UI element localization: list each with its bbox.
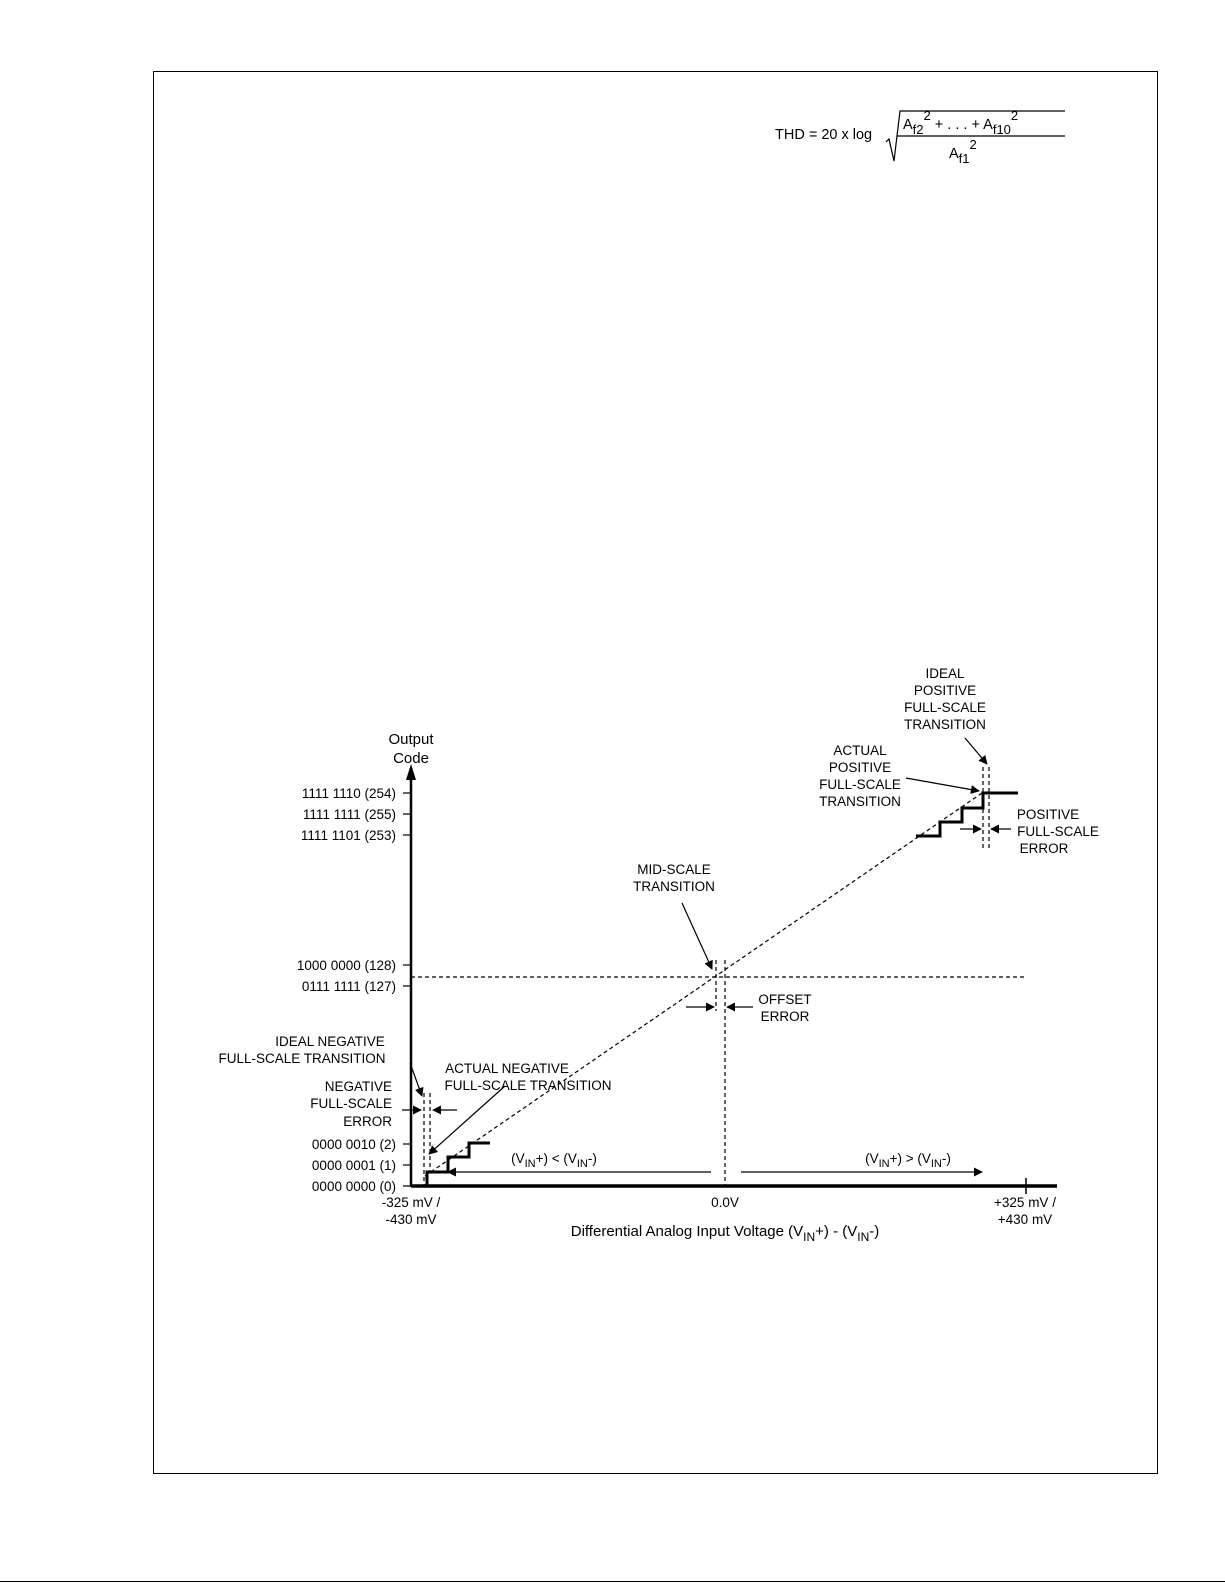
num-mid: + . . . + [931, 117, 983, 133]
y-ticks [403, 792, 411, 1187]
negative-error-label: ERROR [343, 1114, 392, 1129]
den-sub: f1 [959, 151, 970, 166]
formula-denominator: Af12 [949, 137, 977, 166]
num-a-sub: f2 [913, 122, 924, 137]
x-tick-left-line1: -325 mV / [382, 1195, 441, 1210]
x-tick-right-line2: +430 mV [998, 1212, 1052, 1227]
actual-negative-label: FULL-SCALE TRANSITION [444, 1078, 611, 1093]
formula-numerator: Af22 + . . . + Af102 [903, 108, 1018, 137]
y-tick-labels: 1111 1110 (254) 1111 1111 (255) 1111 110… [297, 786, 396, 1194]
formula-lhs: THD = 20 x log [775, 127, 872, 143]
actual-positive-label: FULL-SCALE [819, 777, 901, 792]
document-frame [153, 71, 1158, 1474]
positive-error-label: POSITIVE [1017, 807, 1079, 822]
y-tick-label: 0111 1111 (127) [302, 979, 396, 994]
den-a: A [949, 146, 959, 162]
negative-error-label: FULL-SCALE [310, 1096, 392, 1111]
x-tick-left-line2: -430 mV [385, 1212, 436, 1227]
positive-error-label: ERROR [1020, 841, 1069, 856]
ideal-positive-label: IDEAL [925, 666, 965, 681]
actual-positive-leader [905, 777, 980, 795]
actual-negative-label: ACTUAL NEGATIVE [445, 1061, 569, 1076]
y-axis-title-line1: Output [388, 731, 434, 748]
actual-positive-label: TRANSITION [819, 794, 901, 809]
num-b-sup: 2 [1011, 108, 1018, 123]
region-left-label: (VIN+) < (VIN-) [511, 1151, 597, 1170]
mid-scale-label: TRANSITION [633, 879, 715, 894]
ideal-negative-label: IDEAL NEGATIVE [275, 1034, 385, 1049]
positive-error-label: FULL-SCALE [1017, 824, 1099, 839]
ideal-positive-label: FULL-SCALE [904, 700, 986, 715]
y-tick-label: 1111 1101 (253) [301, 828, 396, 843]
actual-positive-label: POSITIVE [829, 760, 891, 775]
offset-error-label: OFFSET [758, 992, 811, 1007]
x-tick-center: 0.0V [711, 1195, 739, 1210]
page-bottom-rule [0, 1581, 1225, 1582]
ideal-negative-label: FULL-SCALE TRANSITION [218, 1051, 385, 1066]
ideal-negative-leader [409, 1062, 424, 1097]
mid-scale-leader [681, 902, 713, 970]
x-axis-title: Differential Analog Input Voltage (VIN+)… [571, 1223, 879, 1244]
y-tick-label: 1111 1110 (254) [302, 786, 396, 801]
ideal-transfer-line [424, 792, 983, 1177]
num-a: A [903, 117, 913, 133]
offset-error-label: ERROR [761, 1009, 810, 1024]
actual-negative-leader [428, 1085, 506, 1155]
den-sup: 2 [970, 137, 977, 152]
ideal-positive-leader [964, 737, 988, 765]
y-axis-title-line2: Code [393, 750, 429, 767]
num-b-sub: f10 [993, 122, 1011, 137]
y-axis-arrowhead [406, 764, 416, 780]
mid-scale-label: MID-SCALE [637, 862, 711, 877]
y-tick-label: 0000 0010 (2) [312, 1137, 396, 1152]
thd-formula: THD = 20 x log Af22 + . . . + Af102 Af12 [775, 108, 1065, 166]
ideal-positive-label: POSITIVE [914, 683, 976, 698]
region-right-label: (VIN+) > (VIN-) [865, 1151, 951, 1170]
num-a-sup: 2 [924, 108, 931, 123]
x-tick-right-line1: +325 mV / [994, 1195, 1056, 1210]
y-tick-label: 0000 0001 (1) [312, 1158, 396, 1173]
negative-error-label: NEGATIVE [325, 1079, 392, 1094]
y-tick-label: 1000 0000 (128) [297, 958, 396, 973]
num-b: A [983, 117, 993, 133]
radical-sign [885, 110, 1065, 162]
ideal-positive-label: TRANSITION [904, 717, 986, 732]
y-tick-label: 1111 1111 (255) [303, 807, 396, 822]
actual-positive-label: ACTUAL [833, 743, 887, 758]
actual-transfer-staircase-low [424, 1141, 490, 1188]
y-tick-label: 0000 0000 (0) [312, 1179, 396, 1194]
actual-transfer-staircase-high [916, 791, 1018, 838]
